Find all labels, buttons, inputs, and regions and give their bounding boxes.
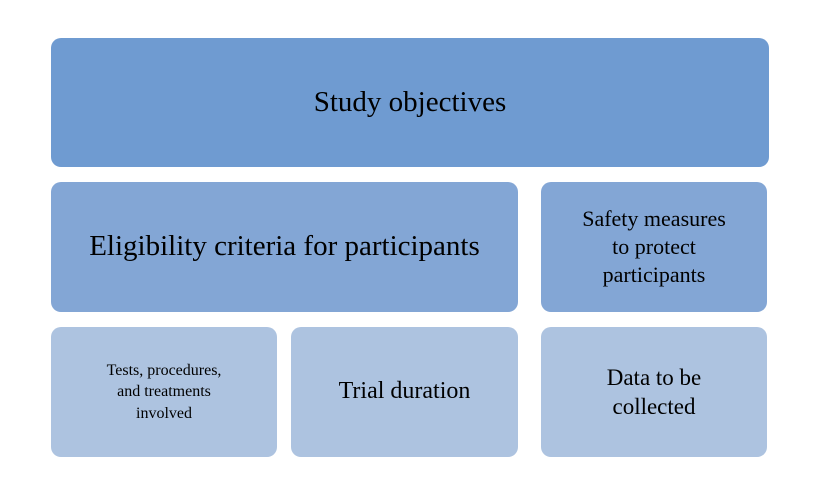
block-trial-duration[interactable]: Trial duration	[291, 327, 518, 457]
block-label: Tests, procedures, and treatments involv…	[106, 362, 222, 422]
block-label: Safety measures to protect participants	[582, 206, 726, 287]
block-eligibility-criteria[interactable]: Eligibility criteria for participants	[51, 182, 518, 312]
block-label: Trial duration	[338, 378, 471, 405]
block-study-objectives[interactable]: Study objectives	[51, 38, 769, 167]
block-tests-procedures-treatments[interactable]: Tests, procedures, and treatments involv…	[51, 327, 277, 457]
block-data-to-be-collected[interactable]: Data to be collected	[541, 327, 767, 457]
block-safety-measures[interactable]: Safety measures to protect participants	[541, 182, 767, 312]
block-label: Eligibility criteria for participants	[89, 230, 480, 263]
block-label: Study objectives	[313, 85, 507, 118]
block-label: Data to be collected	[606, 364, 702, 419]
